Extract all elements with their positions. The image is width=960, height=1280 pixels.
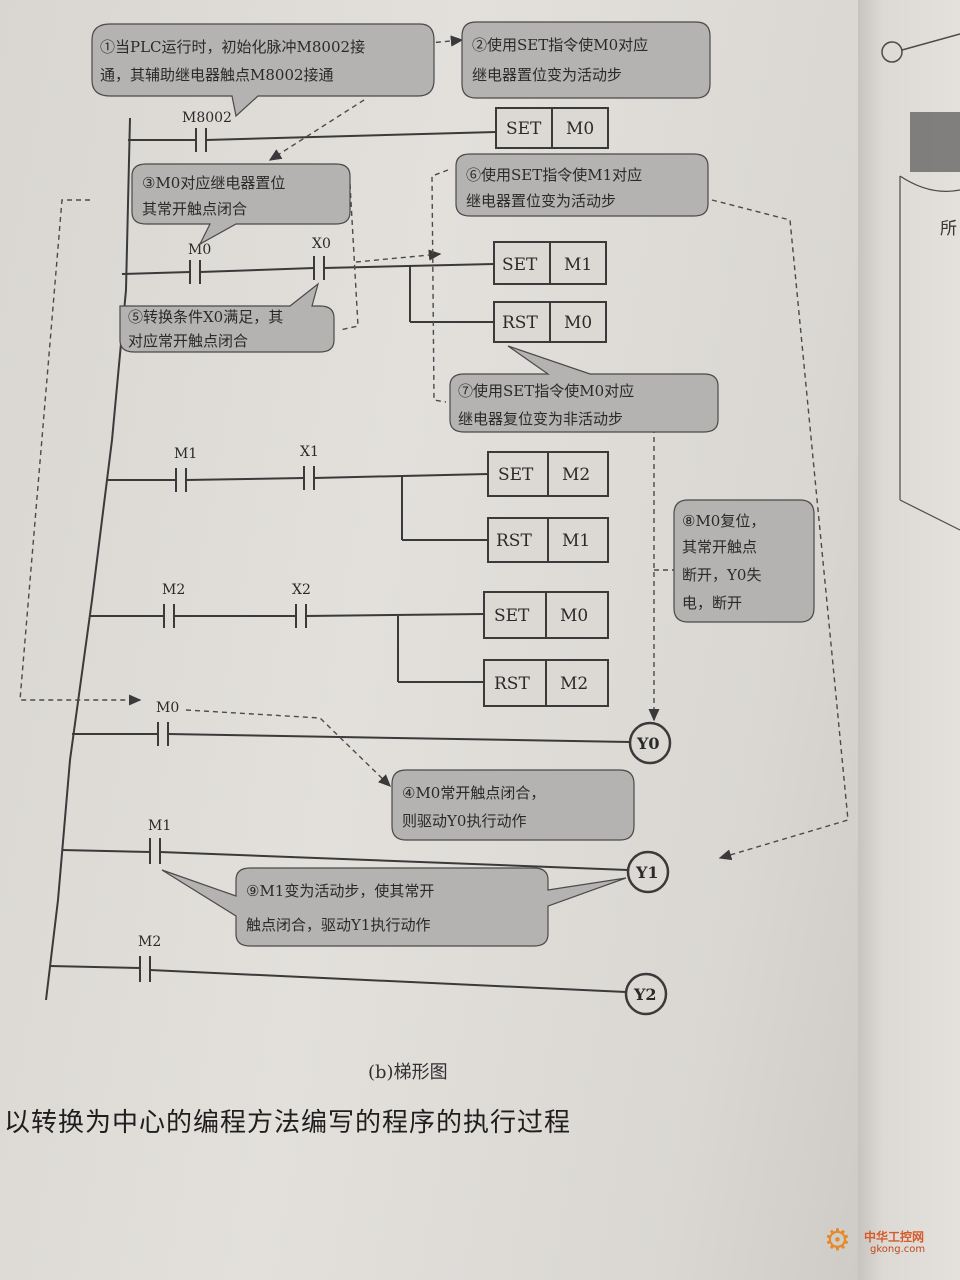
figure-caption: (b)梯形图 [368, 1062, 448, 1083]
contact-label-x0: X0 [312, 236, 331, 252]
callout-6-line1: ⑥使用SET指令使M1对应 [466, 166, 642, 184]
callout-5-line1: ⑤转换条件X0满足，其 [128, 308, 283, 326]
box-r2a-operand: M1 [564, 255, 592, 275]
instruction-box-set-m0-r4 [483, 591, 609, 639]
callout-1 [91, 23, 435, 118]
contact-label-m8002: M8002 [182, 110, 232, 126]
callout-5 [119, 282, 335, 353]
coil-y0 [628, 721, 672, 765]
callout-6-line2: 继电器置位变为活动步 [466, 192, 616, 210]
contact-label-x1: X1 [300, 444, 319, 460]
instruction-box-rst-m1-r3 [487, 517, 609, 563]
instruction-box-rst-m0-r2 [493, 301, 607, 343]
adjacent-page-text: 所 [940, 219, 957, 239]
callout-7 [449, 345, 719, 433]
rung-2 [121, 256, 495, 323]
box-r1-operand: M0 [566, 119, 594, 139]
callout-4-line2: 则驱动Y0执行动作 [402, 812, 526, 830]
callout-8-line1: ⑧M0复位， [682, 512, 765, 530]
box-r2b-operand: M0 [564, 313, 592, 333]
coil-y2-label: Y2 [633, 985, 657, 1004]
contact-label-x2: X2 [292, 582, 311, 598]
gear-icon: ⚙ [824, 1223, 851, 1258]
left-power-rail [45, 117, 131, 1001]
callout-3-line2: 其常开触点闭合 [142, 200, 247, 218]
dashed-flow-arrows [19, 35, 849, 861]
instruction-box-set-m2-r3 [487, 451, 609, 497]
callout-3 [131, 163, 351, 246]
contact-label-m1-r3: M1 [174, 446, 197, 462]
callout-3-line1: ③M0对应继电器置位 [142, 174, 285, 192]
callout-8-line4: 电，断开 [682, 594, 742, 612]
box-r1-instr: SET [506, 119, 542, 139]
rung-7 [49, 956, 627, 993]
callout-9-line2: 触点闭合，驱动Y1执行动作 [246, 916, 430, 934]
figure-title: 以转换为中心的编程方法编写的程序的执行过程 [4, 1108, 572, 1138]
callout-2-line2: 继电器置位变为活动步 [472, 66, 622, 84]
adjacent-page-diagram [881, 33, 960, 531]
contact-label-m2-r7: M2 [138, 934, 161, 950]
callout-8-line3: 断开，Y0失 [682, 566, 761, 584]
callout-4-line1: ④M0常开触点闭合， [402, 784, 545, 802]
instruction-box-rst-m2-r4 [483, 659, 609, 707]
callout-8-line2: 其常开触点 [682, 538, 757, 556]
rung-5 [72, 722, 631, 746]
callout-9 [161, 867, 627, 947]
callout-5-line2: 对应常开触点闭合 [128, 332, 248, 350]
watermark: ⚙ 中华工控网 gkong.com [824, 1226, 954, 1266]
callout-7-line1: ⑦使用SET指令使M0对应 [458, 382, 634, 400]
callout-2-line1: ②使用SET指令使M0对应 [472, 36, 648, 54]
callout-1-line2: 通，其辅助继电器触点M8002接通 [100, 66, 334, 84]
box-r3b-instr: RST [496, 531, 532, 551]
callout-7-line2: 继电器复位变为非活动步 [458, 410, 623, 428]
instruction-box-set-m0-r1 [495, 107, 609, 149]
callout-9-line1: ⑨M1变为活动步，使其常开 [246, 882, 434, 900]
box-r3b-operand: M1 [562, 531, 590, 551]
callout-6 [455, 153, 709, 217]
callout-2 [461, 21, 711, 99]
box-r4b-operand: M2 [560, 674, 588, 694]
watermark-url: gkong.com [870, 1244, 926, 1255]
box-r2b-instr: RST [502, 313, 538, 333]
adjacent-page [858, 0, 960, 1280]
rung-3 [108, 466, 489, 541]
coil-y1 [626, 850, 670, 894]
box-r3a-operand: M2 [562, 465, 590, 485]
contact-label-m0-r5: M0 [156, 700, 179, 716]
box-r4b-instr: RST [494, 674, 530, 694]
contact-label-m0-r2: M0 [188, 242, 211, 258]
contact-label-m1-r6: M1 [148, 818, 171, 834]
box-r2a-instr: SET [502, 255, 538, 275]
callout-1-line1: ①当PLC运行时，初始化脉冲M8002接 [100, 38, 365, 56]
coil-y0-label: Y0 [636, 734, 660, 753]
callout-4 [391, 769, 635, 841]
watermark-title: 中华工控网 [864, 1230, 925, 1244]
rung-6 [61, 838, 629, 871]
box-r4a-operand: M0 [560, 606, 588, 626]
coil-y1-label: Y1 [635, 863, 659, 882]
rung-1 [128, 128, 497, 152]
rung-4 [90, 604, 485, 683]
callout-8 [673, 499, 815, 623]
contact-label-m2-r4: M2 [162, 582, 185, 598]
instruction-box-set-m1-r2 [493, 241, 607, 285]
box-r4a-instr: SET [494, 606, 530, 626]
box-r3a-instr: SET [498, 465, 534, 485]
coil-y2 [624, 972, 668, 1016]
